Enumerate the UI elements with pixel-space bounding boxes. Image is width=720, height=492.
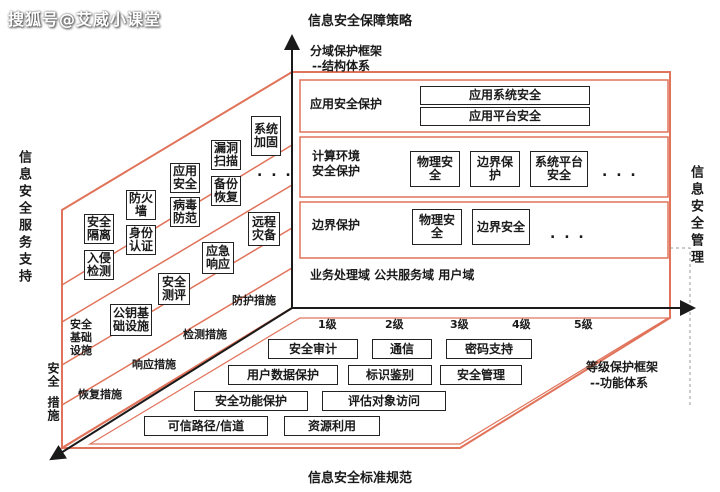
row3-ellipsis: . . . bbox=[550, 226, 586, 242]
level-3: 3级 bbox=[450, 318, 469, 331]
pki-box: 公钥基础设施 bbox=[110, 304, 152, 336]
left-ellipsis: . . . bbox=[257, 164, 293, 180]
security-mgmt-box: 安全管理 bbox=[440, 365, 522, 385]
measure-respond: 响应措施 bbox=[132, 358, 176, 371]
user-data-box: 用户数据保护 bbox=[228, 365, 338, 385]
level-1: 1级 bbox=[318, 318, 337, 331]
domains-label: 业务处理域 公共服务域 用户域 bbox=[310, 268, 475, 282]
security-infra-label: 安全基础设施 bbox=[70, 318, 92, 357]
title-left: 信息安全服务支持 bbox=[16, 150, 31, 286]
row-boundary-label: 边界保护 bbox=[312, 218, 361, 232]
func-protect-box: 安全功能保护 bbox=[194, 391, 308, 411]
physical-box-1: 物理安全 bbox=[410, 151, 460, 187]
identify-auth-box: 标识鉴别 bbox=[348, 365, 432, 385]
security-eval-box: 安全测评 bbox=[158, 273, 190, 305]
row-app-label: 应用安全保护 bbox=[310, 97, 383, 111]
boundary-security-box: 边界安全 bbox=[472, 209, 530, 245]
measure-protect: 防护措施 bbox=[232, 294, 276, 307]
axis-depth-label-2: --功能体系 bbox=[590, 376, 648, 390]
depth-axis bbox=[49, 307, 293, 461]
axis-depth-label-1: 等级保护框架 bbox=[586, 360, 659, 374]
axis-left-label-2: 措施 bbox=[46, 396, 60, 422]
title-right: 信息安全管理 bbox=[688, 165, 703, 267]
crypto-support-box: 密码支持 bbox=[446, 339, 532, 359]
firewall-box: 防火墙 bbox=[126, 190, 156, 220]
remote-backup-box: 远程灾备 bbox=[248, 212, 280, 246]
row-compute-label-1: 计算环境 bbox=[312, 149, 361, 163]
app-platform-box: 应用平台安全 bbox=[420, 107, 590, 126]
communication-box: 通信 bbox=[372, 339, 432, 359]
row2-ellipsis: . . . bbox=[602, 164, 638, 180]
title-bottom: 信息安全标准规范 bbox=[307, 471, 412, 486]
axis-vertical-label-2: --结构体系 bbox=[312, 59, 370, 73]
security-isolation-box: 安全隔离 bbox=[84, 214, 114, 244]
object-access-box: 评估对象访问 bbox=[322, 391, 446, 411]
vuln-scan-box: 漏洞扫描 bbox=[211, 140, 241, 170]
row-compute-label-2: 安全保护 bbox=[312, 164, 361, 178]
security-audit-box: 安全审计 bbox=[268, 339, 358, 359]
title-top: 信息安全保障策略 bbox=[307, 14, 412, 29]
identity-auth-box: 身份认证 bbox=[126, 225, 156, 255]
level-2: 2级 bbox=[385, 318, 404, 331]
app-system-box: 应用系统安全 bbox=[420, 86, 590, 105]
axis-left-label-1: 安全 bbox=[46, 362, 60, 388]
backup-recovery-box: 备份恢复 bbox=[211, 176, 241, 206]
level-4: 4级 bbox=[512, 318, 531, 331]
resource-use-box: 资源利用 bbox=[284, 416, 380, 436]
physical-box-2: 物理安全 bbox=[412, 209, 462, 245]
app-security-box: 应用安全 bbox=[170, 163, 200, 193]
system-platform-box: 系统平台安全 bbox=[530, 151, 588, 187]
system-hardening-box: 系统加固 bbox=[251, 116, 281, 156]
measure-detect: 检测措施 bbox=[183, 328, 227, 341]
virus-defense-box: 病毒防范 bbox=[170, 197, 200, 227]
axis-vertical-label-1: 分域保护框架 bbox=[310, 44, 383, 58]
trusted-path-box: 可信路径/信道 bbox=[144, 416, 268, 436]
intrusion-detect-box: 入侵检测 bbox=[84, 250, 114, 280]
boundary-protect-box: 边界保护 bbox=[470, 151, 520, 187]
emergency-response-box: 应急响应 bbox=[202, 242, 234, 274]
measure-recover: 恢复措施 bbox=[78, 388, 122, 401]
level-5: 5级 bbox=[574, 318, 593, 331]
watermark: 搜狐号@艾威小课堂 bbox=[8, 10, 162, 29]
